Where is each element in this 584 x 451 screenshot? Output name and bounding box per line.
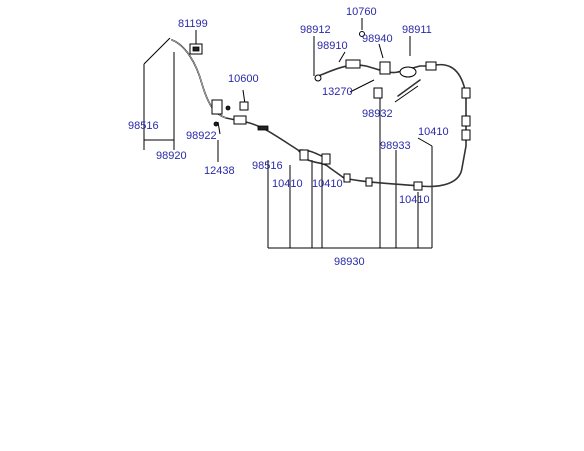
part-label-98922: 98922 — [186, 130, 217, 142]
part-label-98932: 98932 — [362, 108, 393, 120]
part-label-98516-left: 98516 — [128, 120, 159, 132]
part-label-98940: 98940 — [362, 33, 393, 45]
part-label-81199: 81199 — [178, 18, 208, 30]
part-label-98933: 98933 — [380, 140, 411, 152]
part-label-13270: 13270 — [322, 86, 353, 98]
part-label-98930: 98930 — [334, 256, 365, 268]
part-label-10760: 10760 — [346, 6, 377, 18]
part-label-10600: 10600 — [228, 73, 259, 85]
part-label-98910: 98910 — [317, 40, 348, 52]
nut-10760 — [359, 31, 365, 37]
grommet-98911 — [399, 66, 417, 78]
leader-lines — [143, 18, 433, 249]
bolt-10600 — [239, 101, 249, 111]
part-label-10410-center-left: 10410 — [272, 178, 303, 190]
part-label-98920: 98920 — [156, 150, 187, 162]
part-label-12438: 12438 — [204, 165, 235, 177]
part-label-98911: 98911 — [402, 24, 432, 36]
clip-13270 — [373, 87, 383, 99]
part-label-10410-lower: 10410 — [399, 194, 430, 206]
part-label-10410-center-right: 10410 — [312, 178, 343, 190]
part-label-98516-center: 98516 — [252, 160, 283, 172]
hardware-parts — [189, 31, 471, 191]
part-label-10410-right: 10410 — [418, 126, 449, 138]
part-label-98912: 98912 — [300, 24, 331, 36]
